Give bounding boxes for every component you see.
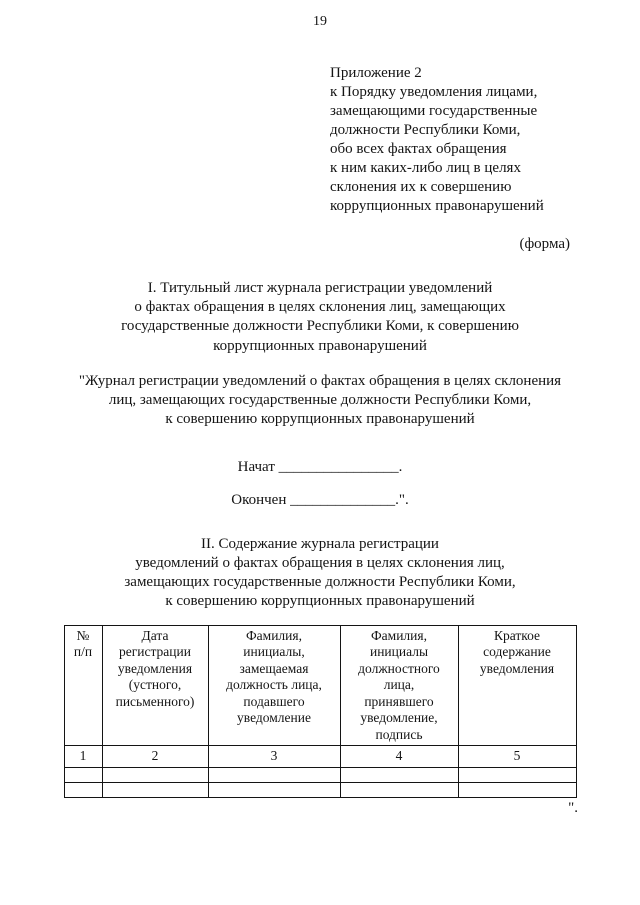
empty-cell xyxy=(339,766,459,783)
empty-cell xyxy=(207,781,341,798)
column-number-cell: 5 xyxy=(457,745,577,768)
table-header-row: № п/п Дата регистрации уведомления (устн… xyxy=(63,624,577,747)
journal-started-line: Начат ________________. xyxy=(237,458,403,475)
empty-cell xyxy=(457,766,577,783)
column-header-date: Дата регистрации уведомления (устного, п… xyxy=(101,624,209,747)
column-header-summary: Краткое содержание уведомления xyxy=(457,624,577,747)
journal-title-text: "Журнал регистрации уведомлений о фактах… xyxy=(78,372,562,427)
empty-cell xyxy=(63,766,103,783)
column-header-receiver: Фамилия, инициалы должностного лица, при… xyxy=(339,624,459,747)
section1-heading: I. Титульный лист журнала регистрации ув… xyxy=(121,280,519,354)
form-label: (форма) xyxy=(519,236,570,253)
column-number-cell: 4 xyxy=(339,745,459,768)
empty-cell xyxy=(101,766,209,783)
table-body: 1 2 3 4 5 xyxy=(63,745,577,798)
table-header: № п/п Дата регистрации уведомления (устн… xyxy=(63,624,577,747)
closing-quote-mark: ". xyxy=(568,799,578,816)
empty-cell xyxy=(207,766,341,783)
registration-journal-table: № п/п Дата регистрации уведомления (устн… xyxy=(63,624,577,798)
column-number-cell: 2 xyxy=(101,745,209,768)
empty-cell xyxy=(101,781,209,798)
empty-cell xyxy=(339,781,459,798)
appendix-reference: Приложение 2 к Порядку уведомления лицам… xyxy=(330,65,544,215)
column-number-cell: 3 xyxy=(207,745,341,768)
column-number-row: 1 2 3 4 5 xyxy=(63,745,577,768)
column-header-number: № п/п xyxy=(63,624,103,747)
column-header-submitter: Фамилия, инициалы, замещаемая должность … xyxy=(207,624,341,747)
column-number-cell: 1 xyxy=(63,745,103,768)
empty-cell xyxy=(457,781,577,798)
journal-finished-line: Окончен ______________.". xyxy=(231,491,409,508)
page-number: 19 xyxy=(313,14,327,29)
empty-cell xyxy=(63,781,103,798)
table-row xyxy=(63,781,577,798)
table-row xyxy=(63,766,577,783)
section2-heading: II. Содержание журнала регистрации уведо… xyxy=(124,535,516,609)
